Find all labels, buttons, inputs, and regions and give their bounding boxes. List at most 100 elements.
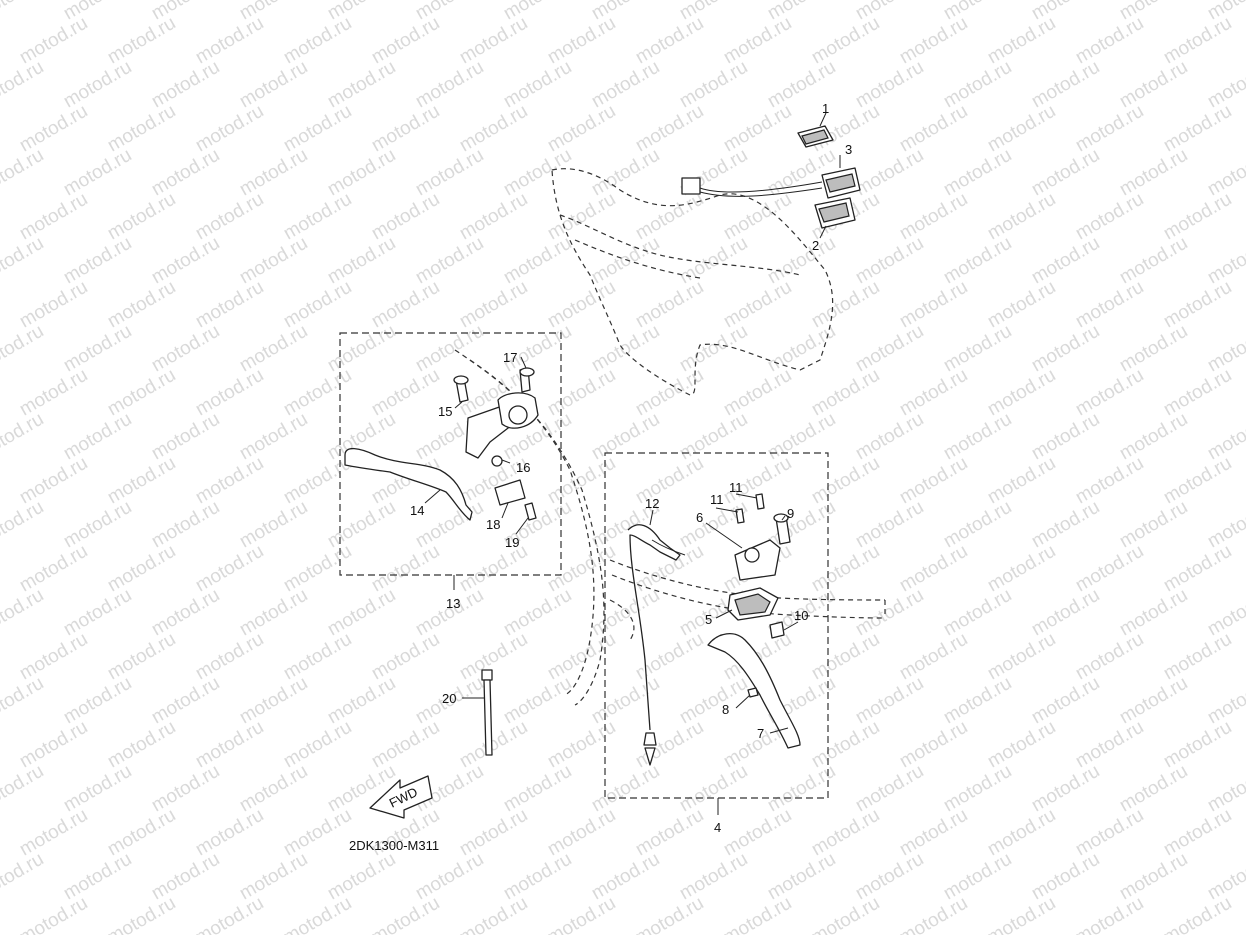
- watermark-text: motod.ru: [280, 277, 355, 333]
- watermark-text: motod.ru: [0, 189, 3, 245]
- watermark-text: motod.ru: [368, 365, 443, 421]
- watermark-text: motod.ru: [720, 805, 795, 861]
- watermark-text: motod.ru: [148, 233, 223, 289]
- watermark-text: motod.ru: [676, 321, 751, 377]
- watermark-text: motod.ru: [60, 497, 135, 553]
- watermark-text: motod.ru: [1072, 101, 1147, 157]
- watermark-text: motod.ru: [0, 0, 47, 24]
- callout-13: 13: [446, 596, 460, 611]
- watermark-text: motod.ru: [1160, 893, 1235, 935]
- watermark-text: motod.ru: [368, 893, 443, 935]
- watermark-text: motod.ru: [544, 629, 619, 685]
- watermark-text: motod.ru: [60, 57, 135, 113]
- watermark-text: motod.ru: [324, 849, 399, 905]
- watermark-text: motod.ru: [0, 453, 3, 509]
- watermark-text: motod.ru: [0, 101, 3, 157]
- watermark-text: motod.ru: [676, 849, 751, 905]
- watermark-text: motod.ru: [896, 541, 971, 597]
- watermark-text: motod.ru: [0, 497, 47, 553]
- callout-6: 6: [696, 510, 703, 525]
- watermark-text: motod.ru: [896, 893, 971, 935]
- watermark-text: motod.ru: [104, 453, 179, 509]
- watermark-text: motod.ru: [324, 585, 399, 641]
- watermark-text: motod.ru: [984, 805, 1059, 861]
- watermark-text: motod.ru: [500, 849, 575, 905]
- watermark-text: motod.ru: [324, 145, 399, 201]
- watermark-text: motod.ru: [984, 629, 1059, 685]
- watermark-text: motod.ru: [192, 13, 267, 69]
- watermark-text: motod.ru: [192, 629, 267, 685]
- watermark-text: motod.ru: [368, 189, 443, 245]
- watermark-text: motod.ru: [588, 761, 663, 817]
- watermark-text: motod.ru: [1160, 629, 1235, 685]
- watermark-text: motod.ru: [984, 277, 1059, 333]
- watermark-text: motod.ru: [764, 233, 839, 289]
- diagram-code: 2DK1300-M311: [349, 838, 439, 853]
- watermark-text: motod.ru: [1028, 673, 1103, 729]
- watermark-text: motod.ru: [16, 365, 91, 421]
- callout-9: 9: [787, 506, 794, 521]
- watermark-text: motod.ru: [0, 321, 47, 377]
- watermark-text: motod.ru: [808, 365, 883, 421]
- watermark-text: motod.ru: [896, 453, 971, 509]
- watermark-text: motod.ru: [852, 849, 927, 905]
- watermark-text: motod.ru: [192, 453, 267, 509]
- watermark-text: motod.ru: [0, 629, 3, 685]
- watermark-text: motod.ru: [764, 321, 839, 377]
- watermark-text: motod.ru: [852, 233, 927, 289]
- watermark-text: motod.ru: [544, 277, 619, 333]
- watermark-text: motod.ru: [544, 541, 619, 597]
- watermark-text: motod.ru: [1072, 805, 1147, 861]
- watermark-text: motod.ru: [192, 277, 267, 333]
- watermark-text: motod.ru: [1116, 673, 1191, 729]
- switch-assembly: [681, 112, 861, 239]
- callout-20: 20: [442, 691, 456, 706]
- watermark-text: motod.ru: [808, 453, 883, 509]
- watermark-text: motod.ru: [0, 717, 3, 773]
- watermark-text: motod.ru: [940, 761, 1015, 817]
- watermark-text: motod.ru: [1160, 277, 1235, 333]
- watermark-text: motod.ru: [0, 277, 3, 333]
- callout-5: 5: [705, 612, 712, 627]
- callout-11b: 11: [729, 480, 743, 495]
- watermark-text: motod.ru: [0, 409, 47, 465]
- watermark-text: motod.ru: [1160, 717, 1235, 773]
- callout-2: 2: [812, 238, 819, 253]
- watermark-text: motod.ru: [16, 453, 91, 509]
- watermark-text: motod.ru: [852, 585, 927, 641]
- watermark-text: motod.ru: [456, 717, 531, 773]
- watermark-text: motod.ru: [16, 101, 91, 157]
- watermark-text: motod.ru: [368, 541, 443, 597]
- watermark-text: motod.ru: [676, 409, 751, 465]
- watermark-text: motod.ru: [544, 453, 619, 509]
- watermark-text: motod.ru: [896, 13, 971, 69]
- watermark-text: motod.ru: [236, 321, 311, 377]
- watermark-text: motod.ru: [940, 57, 1015, 113]
- watermark-text: motod.ru: [852, 321, 927, 377]
- watermark-text: motod.ru: [148, 145, 223, 201]
- watermark-text: motod.ru: [104, 277, 179, 333]
- watermark-text: motod.ru: [720, 13, 795, 69]
- watermark-text: motod.ru: [1028, 409, 1103, 465]
- watermark-text: motod.ru: [0, 761, 47, 817]
- watermark-text: motod.ru: [720, 101, 795, 157]
- watermark-text: motod.ru: [324, 233, 399, 289]
- watermark-text: motod.ru: [280, 453, 355, 509]
- watermark-text: motod.ru: [984, 101, 1059, 157]
- watermark-text: motod.ru: [412, 849, 487, 905]
- watermark-text: motod.ru: [104, 541, 179, 597]
- cable-tie: [462, 669, 493, 756]
- watermark-text: motod.ru: [280, 717, 355, 773]
- clutch-lever-assembly: [344, 356, 539, 535]
- watermark-text: motod.ru: [544, 717, 619, 773]
- watermark-text: motod.ru: [192, 101, 267, 157]
- callout-15: 15: [438, 404, 452, 419]
- watermark-text: motod.ru: [236, 761, 311, 817]
- watermark-text: motod.ru: [984, 13, 1059, 69]
- watermark-text: motod.ru: [0, 585, 47, 641]
- watermark-text: motod.ru: [984, 189, 1059, 245]
- watermark-text: motod.ru: [60, 409, 135, 465]
- watermark-text: motod.ru: [632, 717, 707, 773]
- watermark-text: motod.ru: [896, 189, 971, 245]
